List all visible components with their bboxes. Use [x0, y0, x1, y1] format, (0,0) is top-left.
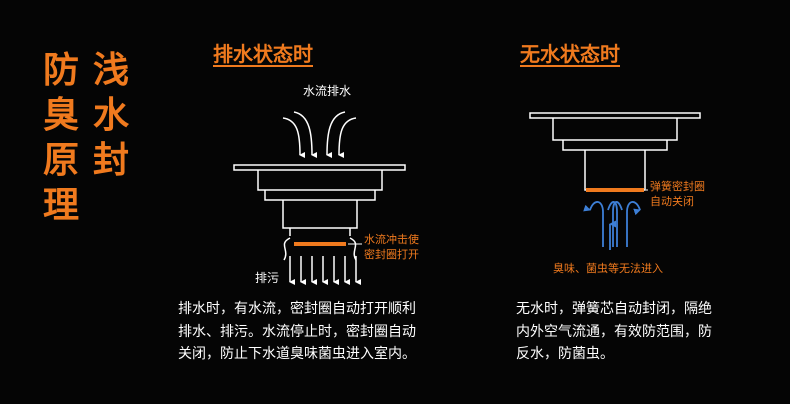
- drain-top-plate: [233, 164, 406, 171]
- vertical-title-col1: 防 臭 原 理: [43, 48, 79, 228]
- discharge-label: 排污: [255, 271, 279, 285]
- no-water-diagram: [529, 112, 701, 191]
- title-char: 封: [93, 140, 130, 181]
- drain-state-heading: 排水状态时: [213, 42, 313, 66]
- title-char: 原: [43, 140, 80, 181]
- drain-diagram: [233, 111, 406, 285]
- no-water-top-plate: [529, 112, 701, 119]
- no-water-upper-body: [552, 118, 678, 141]
- spring-seal-label-line1: 弹簧密封圈: [650, 179, 705, 193]
- description-line: 排水、排污。水流停止时，密封圈自动: [178, 323, 416, 340]
- drain-core: [282, 200, 358, 229]
- incoming-water-arrows: [282, 111, 357, 159]
- drain-upper-body: [257, 170, 383, 191]
- spring-seal-label-line2: 自动关闭: [650, 194, 694, 208]
- blocked-odor-arrows: [583, 201, 641, 250]
- drain-state-description: 排水时，有水流，密封圈自动打开顺利 排水、排污。水流停止时，密封圈自动 关闭，防…: [178, 298, 478, 366]
- title-char: 臭: [43, 95, 80, 136]
- description-line: 反水，防菌虫。: [516, 346, 614, 362]
- no-water-state-heading: 无水状态时: [520, 42, 620, 66]
- seal-label-line1: 水流冲击使: [364, 232, 419, 246]
- description-line: 内外空气流通，有效防范围，防: [516, 323, 712, 340]
- vertical-title-col2: 浅 水 封: [93, 48, 129, 183]
- title-char: 理: [43, 185, 80, 226]
- open-seal-ring: [294, 242, 346, 246]
- description-line: 关闭，防止下水道臭味菌虫进入室内。: [178, 346, 416, 362]
- title-char: 水: [93, 95, 130, 136]
- description-line: 无水时，弹簧芯自动封闭，隔绝: [516, 301, 712, 317]
- closed-seal-ring: [586, 188, 644, 192]
- no-water-core: [584, 150, 646, 191]
- water-flow-label: 水流排水: [303, 84, 351, 98]
- outgoing-water-arrows: [289, 256, 361, 285]
- no-water-state-description: 无水时，弹簧芯自动封闭，隔绝 内外空气流通，有效防范围，防 反水，防菌虫。: [516, 298, 766, 366]
- title-char: 浅: [93, 50, 130, 91]
- seal-label-line2: 密封圈打开: [364, 247, 419, 261]
- title-char: 防: [43, 50, 80, 91]
- blocked-label: 臭味、菌虫等无法进入: [553, 261, 663, 275]
- description-line: 排水时，有水流，密封圈自动打开顺利: [178, 301, 416, 317]
